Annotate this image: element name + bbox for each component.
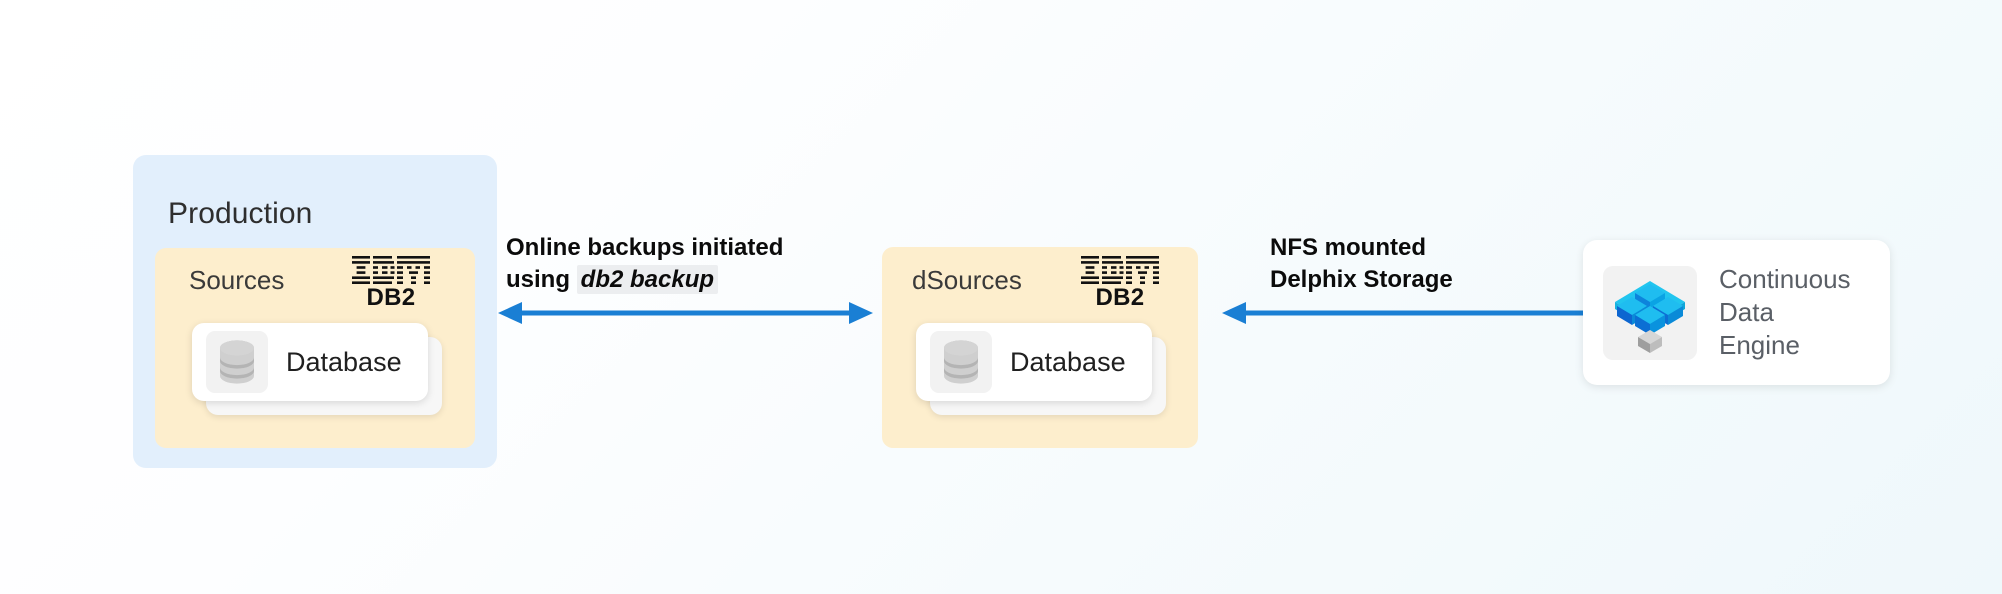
- continuous-data-engine-label: Continuous Data Engine: [1719, 263, 1851, 360]
- nfs-flow-group: NFS mounted Delphix Storage: [1222, 232, 1584, 342]
- left-arrow-icon: [1222, 302, 1584, 324]
- dsources-card-stack: Database: [916, 323, 1166, 419]
- nfs-caption-line2: Delphix Storage: [1270, 265, 1453, 293]
- sources-card-stack: Database: [192, 323, 442, 419]
- sources-label: Sources: [189, 265, 285, 295]
- ibm-db2-logo-sources: DB2: [348, 256, 434, 310]
- dsources-database-label: Database: [1010, 346, 1126, 377]
- database-cylinder-glyph: [220, 340, 254, 384]
- backup-command-chip: db2 backup: [576, 264, 719, 294]
- db2-product-label-sources: DB2: [366, 284, 416, 311]
- nfs-flow-caption: NFS mounted Delphix Storage: [1270, 232, 1453, 295]
- dsources-label: dSources: [912, 265, 1022, 295]
- production-label: Production: [168, 197, 313, 230]
- sources-database-label: Database: [286, 346, 402, 377]
- bidirectional-arrow-icon: [498, 302, 873, 324]
- ibm-logo-icon: [352, 256, 430, 284]
- database-cylinder-icon: [206, 331, 268, 393]
- backup-caption-prefix: using: [506, 265, 577, 293]
- db2-product-label-dsources: DB2: [1095, 284, 1145, 311]
- delphix-cubes-icon: [1603, 265, 1697, 360]
- ibm-logo-icon: [1081, 256, 1159, 284]
- continuous-data-engine-card[interactable]: Continuous Data Engine: [1583, 240, 1890, 385]
- dsources-database-card[interactable]: Database: [916, 323, 1152, 401]
- backup-flow-caption: Online backups initiated using db2 backu…: [506, 232, 783, 295]
- sources-database-card[interactable]: Database: [192, 323, 428, 401]
- delphix-cubes-glyph: [1615, 280, 1685, 353]
- nfs-caption-line1: NFS mounted: [1270, 234, 1426, 261]
- ibm-db2-logo-dsources: DB2: [1077, 256, 1163, 310]
- backup-flow-group: Online backups initiated using db2 backu…: [498, 232, 873, 342]
- database-cylinder-glyph: [944, 340, 978, 384]
- backup-caption-line1: Online backups initiated: [506, 234, 784, 261]
- database-cylinder-icon: [930, 331, 992, 393]
